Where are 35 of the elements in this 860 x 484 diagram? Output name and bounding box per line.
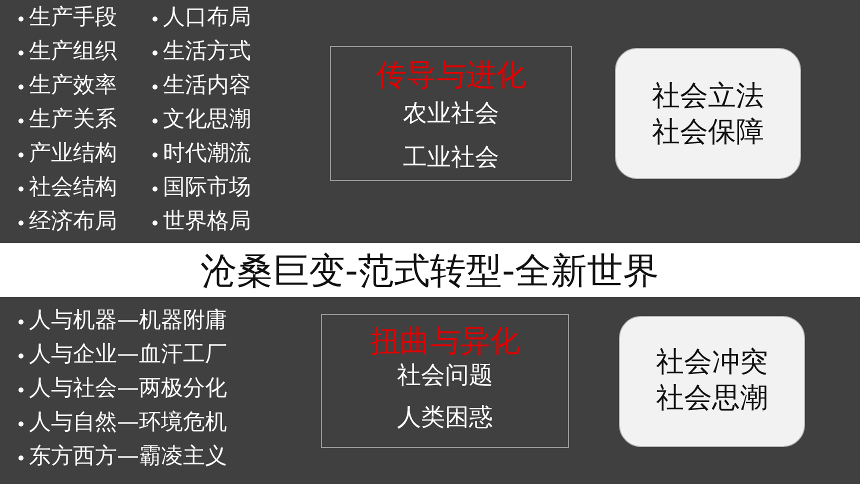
title-band xyxy=(0,243,860,297)
text-box xyxy=(321,314,569,448)
text-box xyxy=(330,46,572,181)
list-item: 人与机器—机器附庸 xyxy=(29,307,227,335)
list-item: 人口布局 xyxy=(163,4,251,32)
list-item: 生产效率 xyxy=(29,72,117,100)
box-text: 社会立法 xyxy=(651,78,765,114)
list-item: 生产关系 xyxy=(29,106,117,134)
box-text: 工业社会 xyxy=(402,142,500,173)
box-text: 农业社会 xyxy=(402,98,500,129)
list-item: 东方西方—霸凌主义 xyxy=(29,443,227,471)
list-item: 经济布局 xyxy=(29,208,117,236)
box-text: 社会保障 xyxy=(651,114,765,150)
rounded-box xyxy=(619,316,805,447)
list-item: 社会结构 xyxy=(29,174,117,202)
list-item: 人与社会—两极分化 xyxy=(29,375,227,403)
box-text: 社会冲突 xyxy=(655,344,769,380)
box-heading: 扭曲与异化 xyxy=(369,323,521,361)
box-heading: 传导与进化 xyxy=(375,57,527,95)
list-item: 生活方式 xyxy=(163,38,251,66)
list-item: 生产手段 xyxy=(29,4,117,32)
list-item: 生活内容 xyxy=(163,72,251,100)
list-item: 时代潮流 xyxy=(163,140,251,168)
rounded-box xyxy=(615,48,801,179)
list-item: 人与企业—血汗工厂 xyxy=(29,341,227,369)
list-item: 世界格局 xyxy=(163,208,251,236)
list-item: 文化思潮 xyxy=(163,106,251,134)
list-item: 国际市场 xyxy=(163,174,251,202)
list-item: 生产组织 xyxy=(29,38,117,66)
box-text: 人类困惑 xyxy=(396,402,494,433)
box-text: 社会问题 xyxy=(396,360,494,391)
list-item: 人与自然—环境危机 xyxy=(29,409,227,437)
box-text: 社会思潮 xyxy=(655,380,769,416)
list-item: 产业结构 xyxy=(29,140,117,168)
band-title: 沧桑巨变-范式转型-全新世界 xyxy=(200,250,660,294)
